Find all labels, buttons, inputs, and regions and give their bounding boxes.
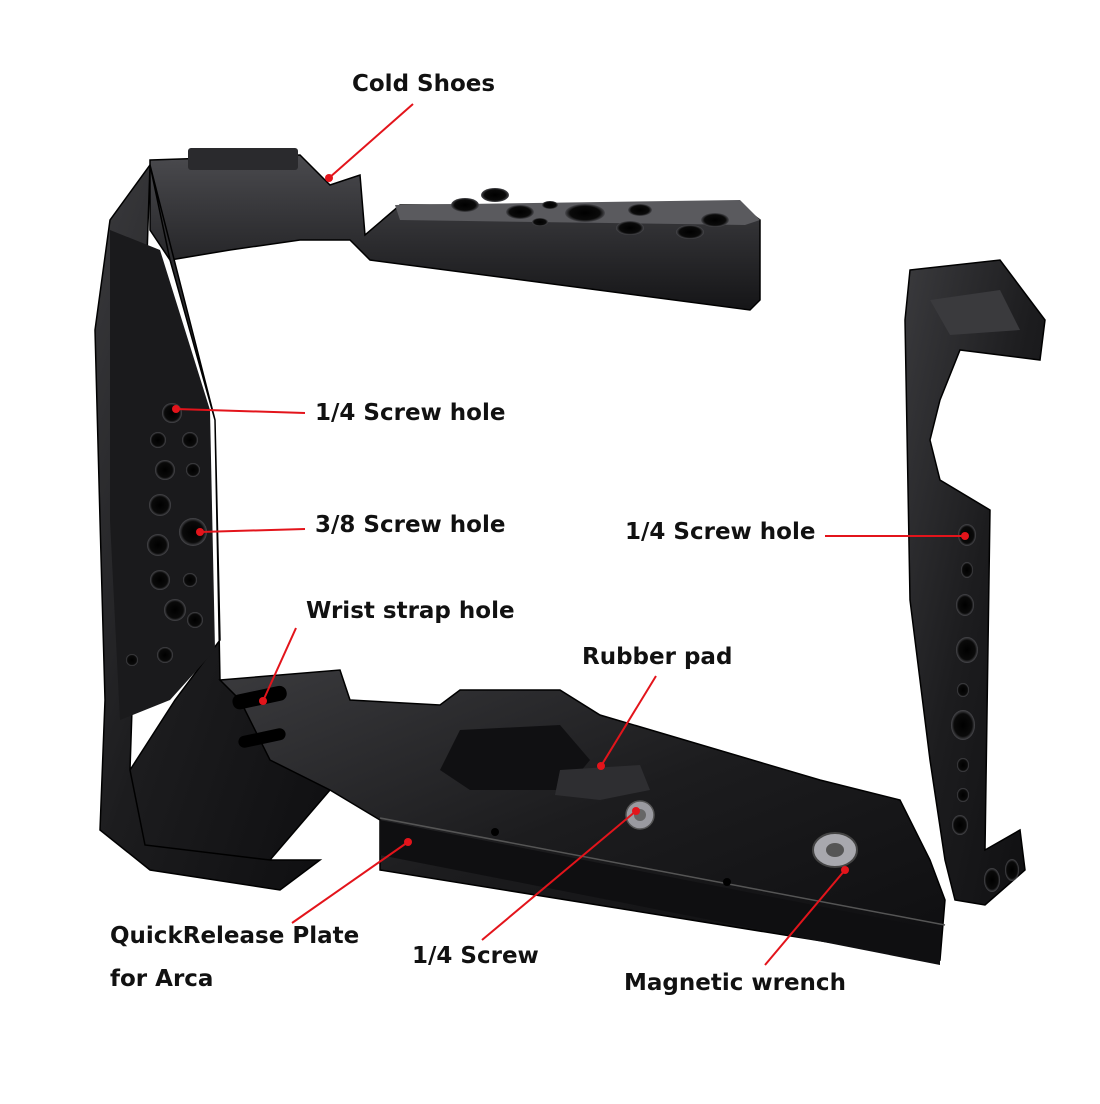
label-quick-release-line1: QuickRelease Plate	[110, 923, 360, 949]
leader-wrist-strap	[262, 627, 297, 702]
cold-shoe-mount	[188, 148, 298, 170]
label-quick-release-line2: for Arca	[110, 966, 214, 992]
leader-cold-shoes	[328, 103, 414, 179]
right-rail	[904, 259, 1046, 906]
label-screw-hole-14-right: 1/4 Screw hole	[625, 519, 816, 545]
leader-lines	[172, 103, 969, 966]
top-plate-holes	[451, 188, 729, 239]
label-rubber-pad: Rubber pad	[582, 644, 733, 670]
leader-screw-hole-14-left	[175, 408, 306, 414]
top-plate	[149, 148, 761, 311]
rubber-pad-shape	[555, 765, 650, 800]
base-plate	[218, 669, 946, 965]
label-screw-hole-38: 3/8 Screw hole	[315, 512, 506, 538]
label-screw-14: 1/4 Screw	[412, 943, 539, 969]
label-magnetic-wrench: Magnetic wrench	[624, 970, 846, 996]
leader-magnetic-wrench	[764, 869, 846, 966]
leader-screw-hole-38	[199, 528, 306, 533]
label-screw-hole-14-left: 1/4 Screw hole	[315, 400, 506, 426]
leader-quick-release	[291, 841, 409, 924]
leader-screw-14	[481, 810, 637, 941]
label-wrist-strap-hole: Wrist strap hole	[306, 598, 515, 624]
wrist-strap-slot	[232, 685, 287, 710]
left-grip	[94, 163, 341, 891]
right-rail-holes	[951, 524, 1019, 892]
left-grip-holes	[126, 403, 207, 666]
leader-rubber-pad	[600, 675, 657, 767]
label-cold-shoes: Cold Shoes	[352, 71, 496, 97]
